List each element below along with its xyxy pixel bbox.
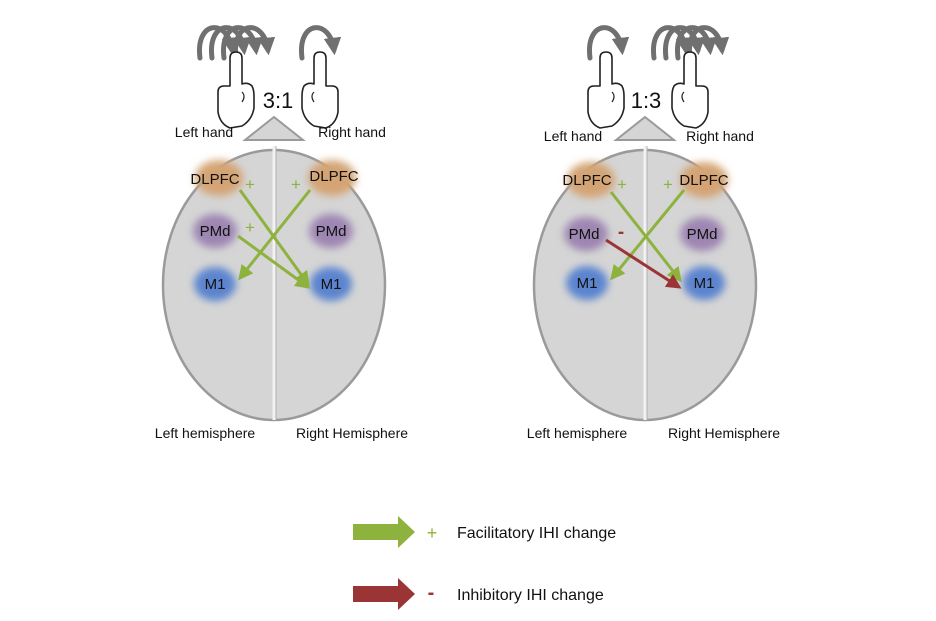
dlpfc-left-region [567,162,615,198]
pmd-left-label: PMd [569,226,600,243]
inhibitory-sign: - [428,582,435,604]
legend-facilitatory: + Facilitatory IHI change [353,516,616,548]
left-hand-icon [217,51,255,129]
pmd-right-label: PMd [687,226,718,243]
nose-triangle [613,115,677,141]
pmd-left-label: PMd [200,223,231,240]
pmd-right-label: PMd [316,223,347,240]
right-hand-icon [671,51,709,129]
m1-left-label: M1 [577,275,598,292]
left-hand-icon [587,51,625,129]
nose-triangle [242,115,306,141]
dlpfc-right-label: DLPFC [679,172,728,189]
ratio-label: 3:1 [263,88,294,113]
m1-left-region [566,266,608,300]
panel-3-1: 3:1 Left hand Right hand DLPFC DLPFC PMd… [155,25,408,441]
dlpfc-left-region [195,160,243,196]
m1-left-region [194,267,236,301]
dlpfc-left-label: DLPFC [190,171,239,188]
right-hemisphere-label: Right Hemisphere [296,425,408,441]
facilitatory-label: Facilitatory IHI change [457,525,616,542]
dlpfc-left-label: DLPFC [562,172,611,189]
right-hand-label: Right hand [686,128,754,144]
right-hemisphere-label: Right Hemisphere [668,425,780,441]
sign-pmd-left: - [618,222,624,243]
legend: + Facilitatory IHI change - Inhibitory I… [353,516,616,610]
facilitatory-arrow-icon [353,516,415,548]
pmd-left-region [193,214,237,248]
pmd-right-region [680,217,724,251]
left-hemisphere-label: Left hemisphere [527,425,628,441]
rotation-arrows-left-hand [197,25,276,61]
rotation-arrows-right-hand [651,25,730,61]
right-hand-label: Right hand [318,124,386,140]
right-hand-icon [301,51,339,129]
rotation-arrow-right-hand [299,25,342,61]
m1-right-region [683,266,725,300]
sign-dlpfc-left: + [245,175,255,194]
dlpfc-right-label: DLPFC [309,168,358,185]
legend-inhibitory: - Inhibitory IHI change [353,578,604,610]
m1-right-label: M1 [694,275,715,292]
sign-pmd-left: + [245,218,255,237]
dlpfc-right-region [680,162,728,198]
m1-right-region [310,267,352,301]
sign-dlpfc-right: + [663,175,673,194]
rotation-arrow-left-hand [587,25,630,61]
inhibitory-arrow-icon [353,578,415,610]
sign-dlpfc-left: + [617,175,627,194]
arrow-dlpfc-right-to-m1-left [238,189,312,281]
inhibitory-label: Inhibitory IHI change [457,587,604,604]
ratio-label: 1:3 [631,88,662,113]
arrow-pmd-left-to-m1-right [237,234,311,289]
left-hand-label: Left hand [544,128,602,144]
dlpfc-right-region [308,160,356,196]
m1-right-label: M1 [321,276,342,293]
pmd-right-region [309,214,353,248]
left-hand-label: Left hand [175,124,233,140]
sign-dlpfc-right: + [291,175,301,194]
arrow-dlpfc-right-to-m1-left [610,189,686,281]
pmd-left-region [564,217,608,251]
arrow-pmd-left-to-m1-right [605,238,682,289]
m1-left-label: M1 [205,276,226,293]
left-hemisphere-label: Left hemisphere [155,425,256,441]
facilitatory-sign: + [427,523,438,543]
panel-1-3: 1:3 Left hand Right hand DLPFC DLPFC PMd… [527,25,780,441]
